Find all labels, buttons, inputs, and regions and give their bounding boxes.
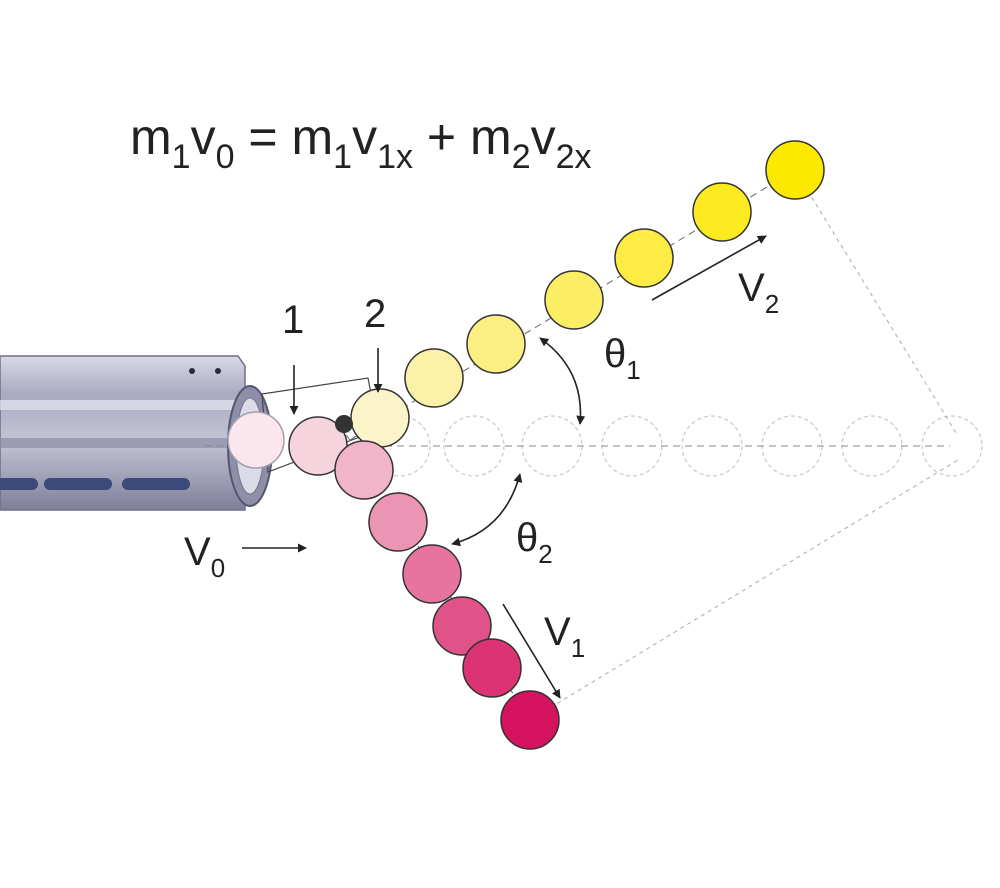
v1-label: V1 bbox=[544, 610, 586, 663]
v2-arrow bbox=[651, 235, 767, 301]
ball-1-trajectory bbox=[227, 411, 560, 750]
ball-2-position bbox=[404, 348, 464, 408]
theta2-label: θ2 bbox=[516, 516, 553, 569]
ball-2-position bbox=[614, 228, 674, 288]
ghost-ball bbox=[443, 415, 505, 477]
theta1-label: θ1 bbox=[604, 332, 641, 385]
ball-2-label: 2 bbox=[364, 292, 387, 336]
theta1-arc bbox=[539, 337, 586, 425]
ball-1-position bbox=[432, 596, 492, 656]
ball-2-position bbox=[466, 314, 526, 374]
ball-1-label: 1 bbox=[282, 298, 305, 342]
contact-point bbox=[335, 415, 353, 433]
theta2-arc bbox=[451, 473, 523, 547]
ball-1-position bbox=[334, 440, 394, 500]
ball-2-position bbox=[350, 388, 410, 448]
v1-arrow bbox=[502, 603, 561, 699]
ghost-ball bbox=[921, 415, 983, 477]
ball-1-position bbox=[368, 492, 428, 552]
ball-1-position bbox=[402, 544, 462, 604]
ball-1-position bbox=[500, 690, 560, 750]
v0-label: V0 bbox=[184, 530, 226, 583]
ball-2-trajectory bbox=[350, 140, 825, 448]
label-arrows bbox=[242, 235, 767, 699]
momentum-equation: m1v0 = m1v1x + m2v2x bbox=[130, 109, 592, 176]
v2-label: V2 bbox=[738, 266, 780, 319]
ball-2-position bbox=[544, 270, 604, 330]
ghost-ball bbox=[681, 415, 743, 477]
ball-2-position bbox=[692, 182, 752, 242]
ball-1-start bbox=[227, 411, 285, 469]
launcher-tube bbox=[0, 355, 379, 511]
ball-2-position bbox=[765, 140, 825, 200]
ball-1-position bbox=[462, 638, 522, 698]
